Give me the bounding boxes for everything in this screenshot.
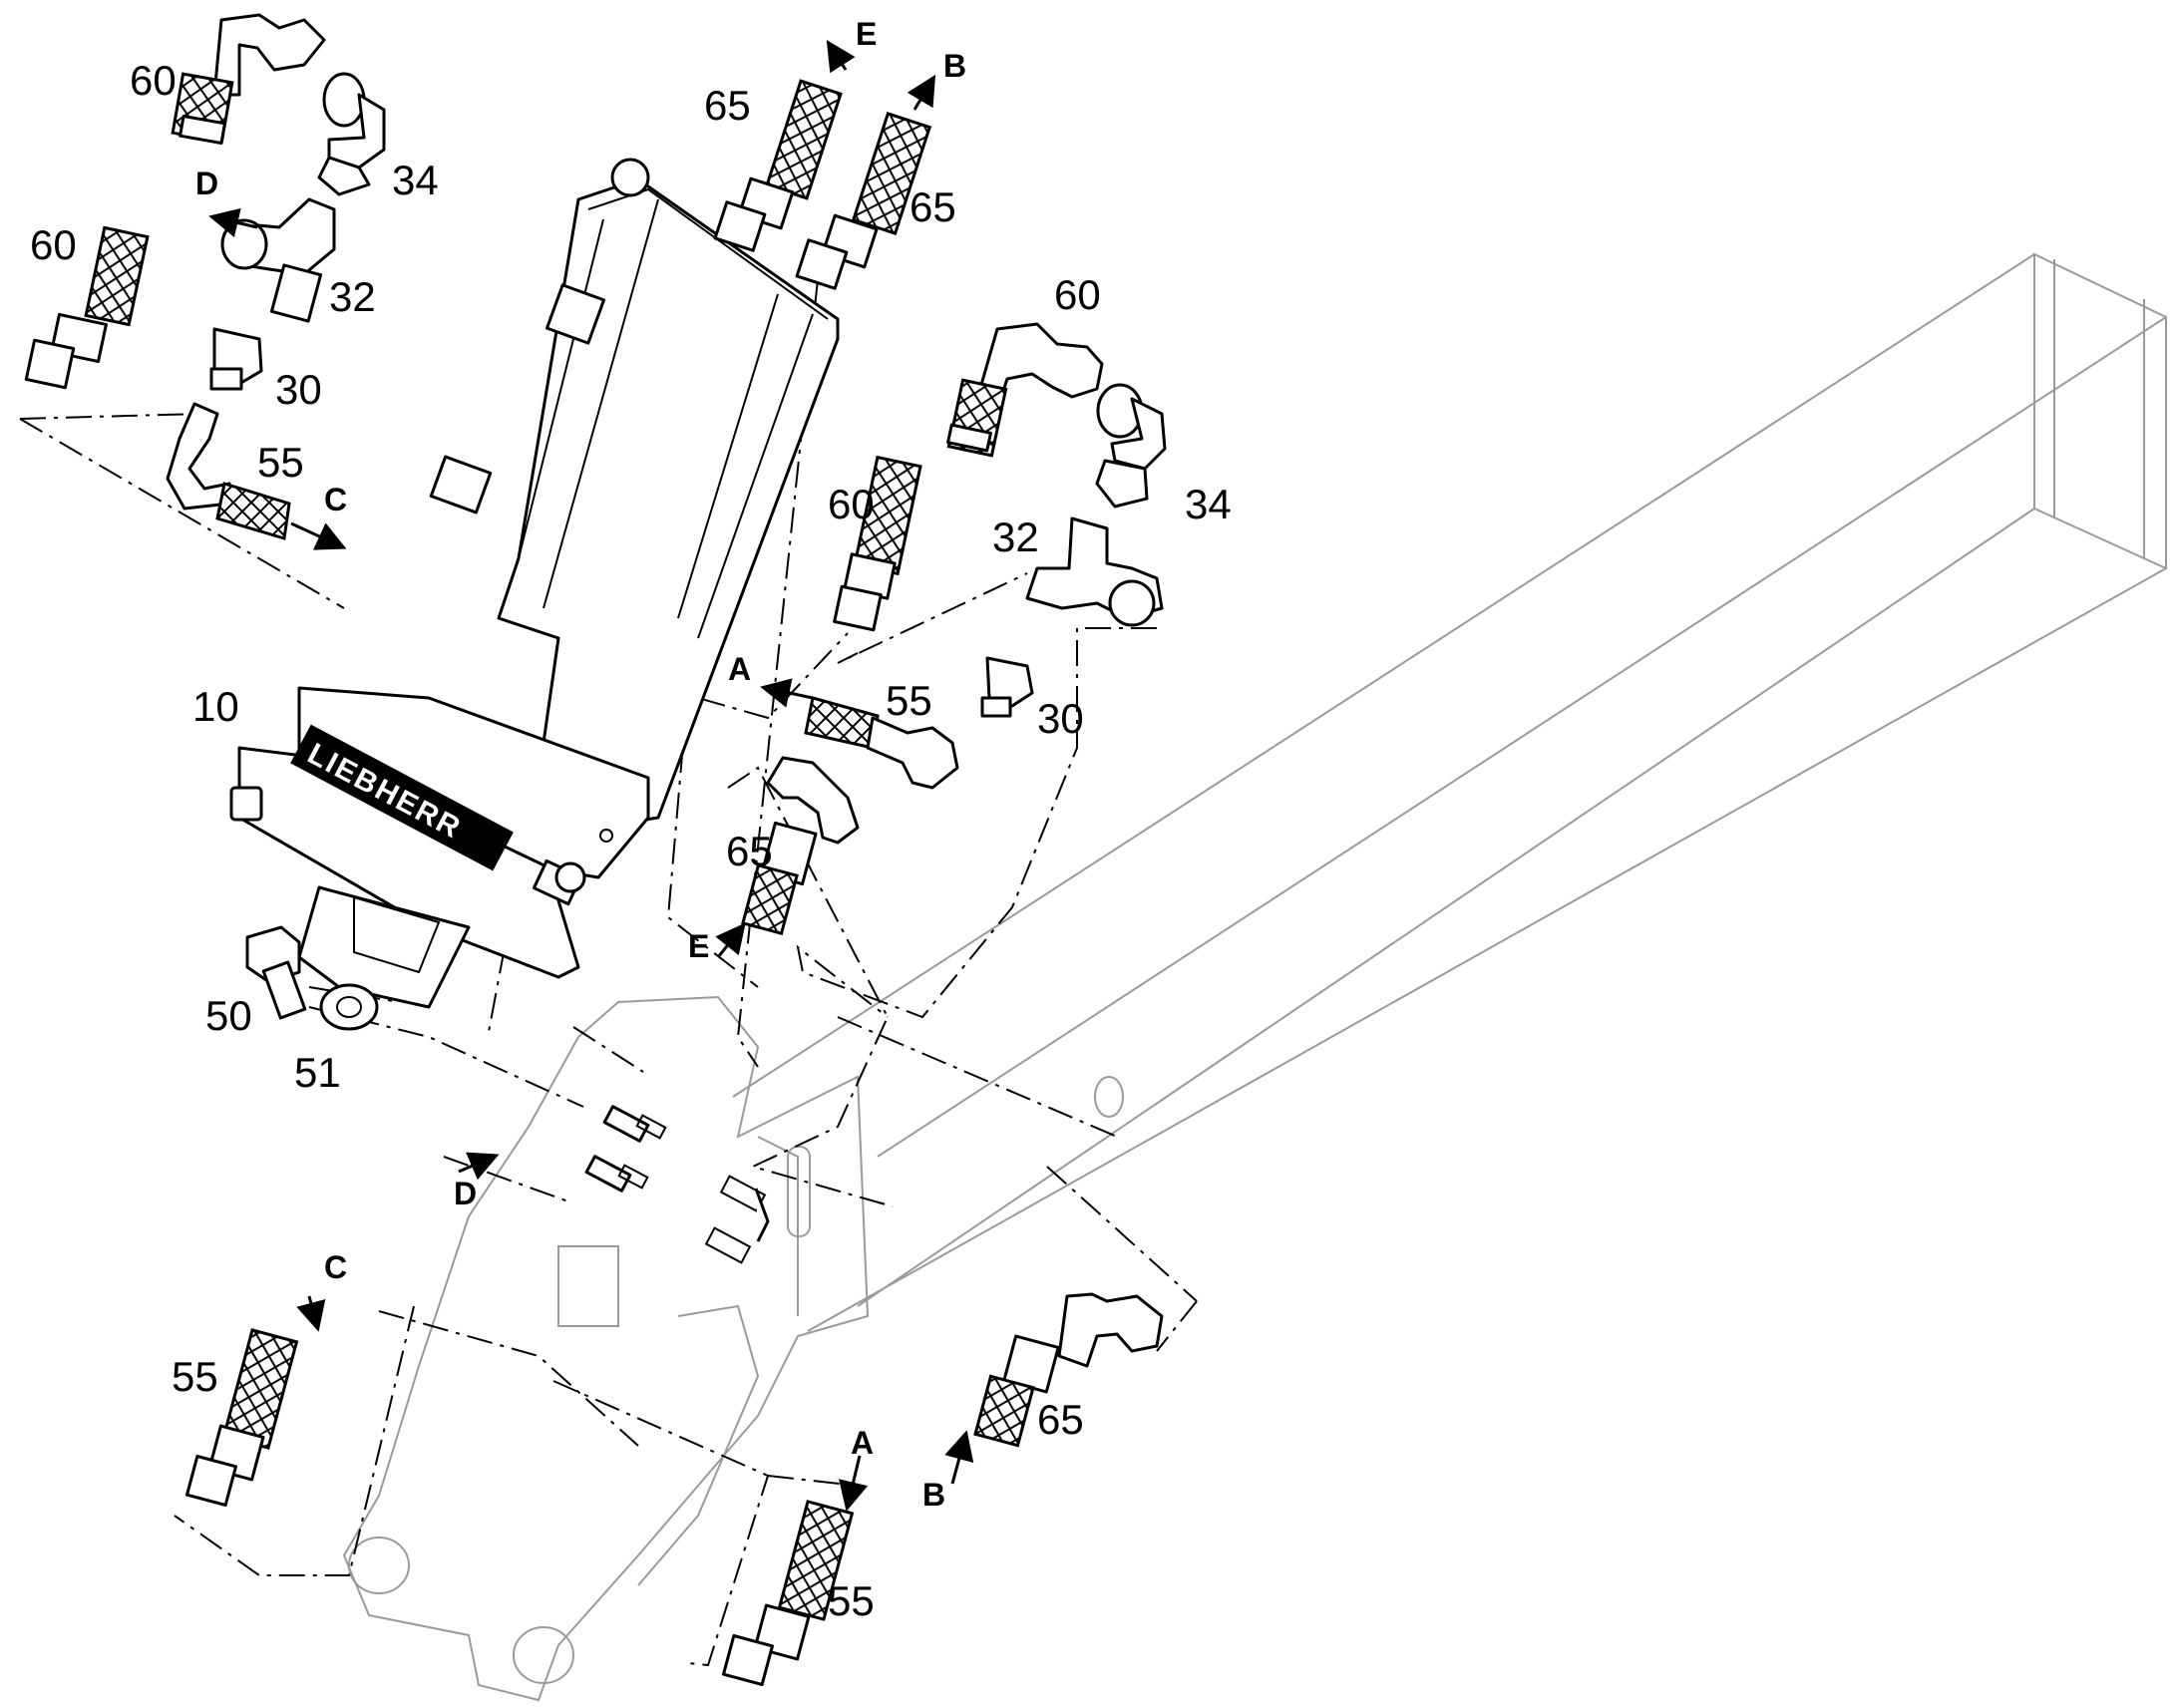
elbow-fitting-34-left (317, 72, 386, 196)
hose-60-right-upper (946, 322, 1104, 458)
hose-65-mid-E (741, 756, 860, 935)
label-connection-B-top: B (943, 48, 966, 84)
label-part-65-d: 65 (1037, 1396, 1084, 1443)
label-part-55-a: 55 (257, 439, 304, 486)
label-part-32-a: 32 (329, 273, 376, 320)
bracket-fitting-2 (584, 1155, 649, 1193)
label-part-55-b: 55 (886, 677, 932, 724)
label-part-55-c: 55 (172, 1353, 218, 1400)
label-part-10: 10 (192, 683, 239, 730)
label-part-32-b: 32 (992, 513, 1039, 560)
boom-arm (732, 252, 2167, 1332)
hose-55-left (166, 402, 291, 540)
label-connection-A-top: A (728, 651, 751, 687)
label-part-60-a: 60 (130, 57, 177, 104)
hose-55-bottom-right (722, 1500, 855, 1686)
elbow-fitting-34-right (1095, 383, 1167, 509)
label-connection-E-mid: E (688, 928, 709, 964)
routing-lines (19, 243, 1198, 1667)
label-part-34-b: 34 (1185, 481, 1232, 527)
label-part-50: 50 (205, 992, 252, 1039)
hose-65-bottom-B (973, 1292, 1164, 1448)
hose-60-left-lower (24, 225, 150, 390)
hose-55-right (804, 696, 959, 790)
label-connection-B-bottom: B (922, 1477, 945, 1513)
label-part-55-d: 55 (828, 1577, 875, 1624)
label-part-51: 51 (294, 1049, 341, 1096)
connection-labels: D C E B A E D C A B (195, 16, 966, 1513)
valve-assembly: LIEBHERR (229, 158, 840, 1009)
label-connection-D-top: D (195, 166, 218, 201)
label-connection-C-top: C (324, 482, 347, 517)
label-part-65-b: 65 (909, 183, 956, 230)
label-connection-A-bottom: A (851, 1425, 874, 1461)
hose-60-right-lower (833, 455, 922, 632)
label-part-30-a: 30 (275, 366, 322, 413)
connection-arrows (208, 39, 974, 1512)
label-part-60-c: 60 (1054, 271, 1101, 318)
washer-51 (319, 983, 379, 1031)
label-part-34-a: 34 (392, 157, 439, 203)
hose-65-top-B (795, 112, 932, 290)
bracket-fitting-1 (602, 1105, 667, 1143)
tee-fitting-32-right (1025, 516, 1164, 627)
label-part-60-d: 60 (828, 481, 875, 527)
hose-65-top-E (713, 79, 843, 252)
label-connection-E-top: E (856, 16, 877, 52)
tee-fitting-32-left (220, 197, 336, 323)
adapter-30-left (209, 327, 263, 391)
boom-foot-bracket (342, 995, 870, 1702)
label-part-65-c: 65 (726, 828, 773, 874)
label-connection-C-bottom: C (324, 1249, 347, 1285)
bracket-fitting-4 (704, 1226, 752, 1264)
label-part-65-a: 65 (704, 82, 751, 129)
part-labels: 60 34 60 32 30 55 10 50 51 65 65 60 34 6… (30, 57, 1232, 1624)
label-connection-D-mid: D (454, 1176, 477, 1211)
bolt-50 (245, 925, 307, 1020)
label-part-60-b: 60 (30, 221, 77, 268)
hose-60-upper-left (171, 13, 326, 145)
hose-55-bottom-left (185, 1328, 299, 1507)
adapter-30-right (980, 656, 1034, 718)
bracket-fitting-3 (719, 1175, 770, 1242)
label-part-30-b: 30 (1037, 695, 1084, 742)
